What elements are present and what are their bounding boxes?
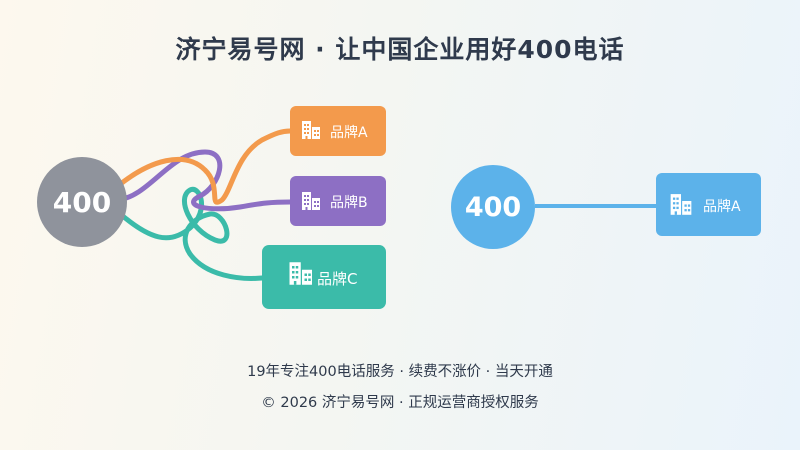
brand-box-b: 品牌B [290,176,386,226]
right-hub-label: 400 [465,192,521,223]
connection-line-brand-c [115,186,265,281]
footer-tagline: 19年专注400电话服务 · 续费不涨价 · 当天开通 [247,364,553,380]
brand-b-label: 品牌B [330,194,368,211]
right-brand-a-label: 品牌A [703,198,741,215]
left-hub-label: 400 [53,186,111,219]
tangled-connections [115,128,293,281]
brand-c-label: 品牌C [317,270,357,288]
connection-line-brand-b [115,149,293,212]
right-brand-box-a: 品牌A [656,173,761,236]
footer-copyright: © 2026 济宁易号网 · 正规运营商授权服务 [261,395,539,411]
brand-box-a: 品牌A [290,106,386,156]
right-hub-circle [451,165,535,249]
brand-a-label: 品牌A [330,124,368,141]
left-hub-circle [37,157,127,247]
brand-box-c: 品牌C [262,245,386,309]
connection-line-brand-a [115,128,293,205]
page-title: 济宁易号网 · 让中国企业用好400电话 [175,35,625,64]
